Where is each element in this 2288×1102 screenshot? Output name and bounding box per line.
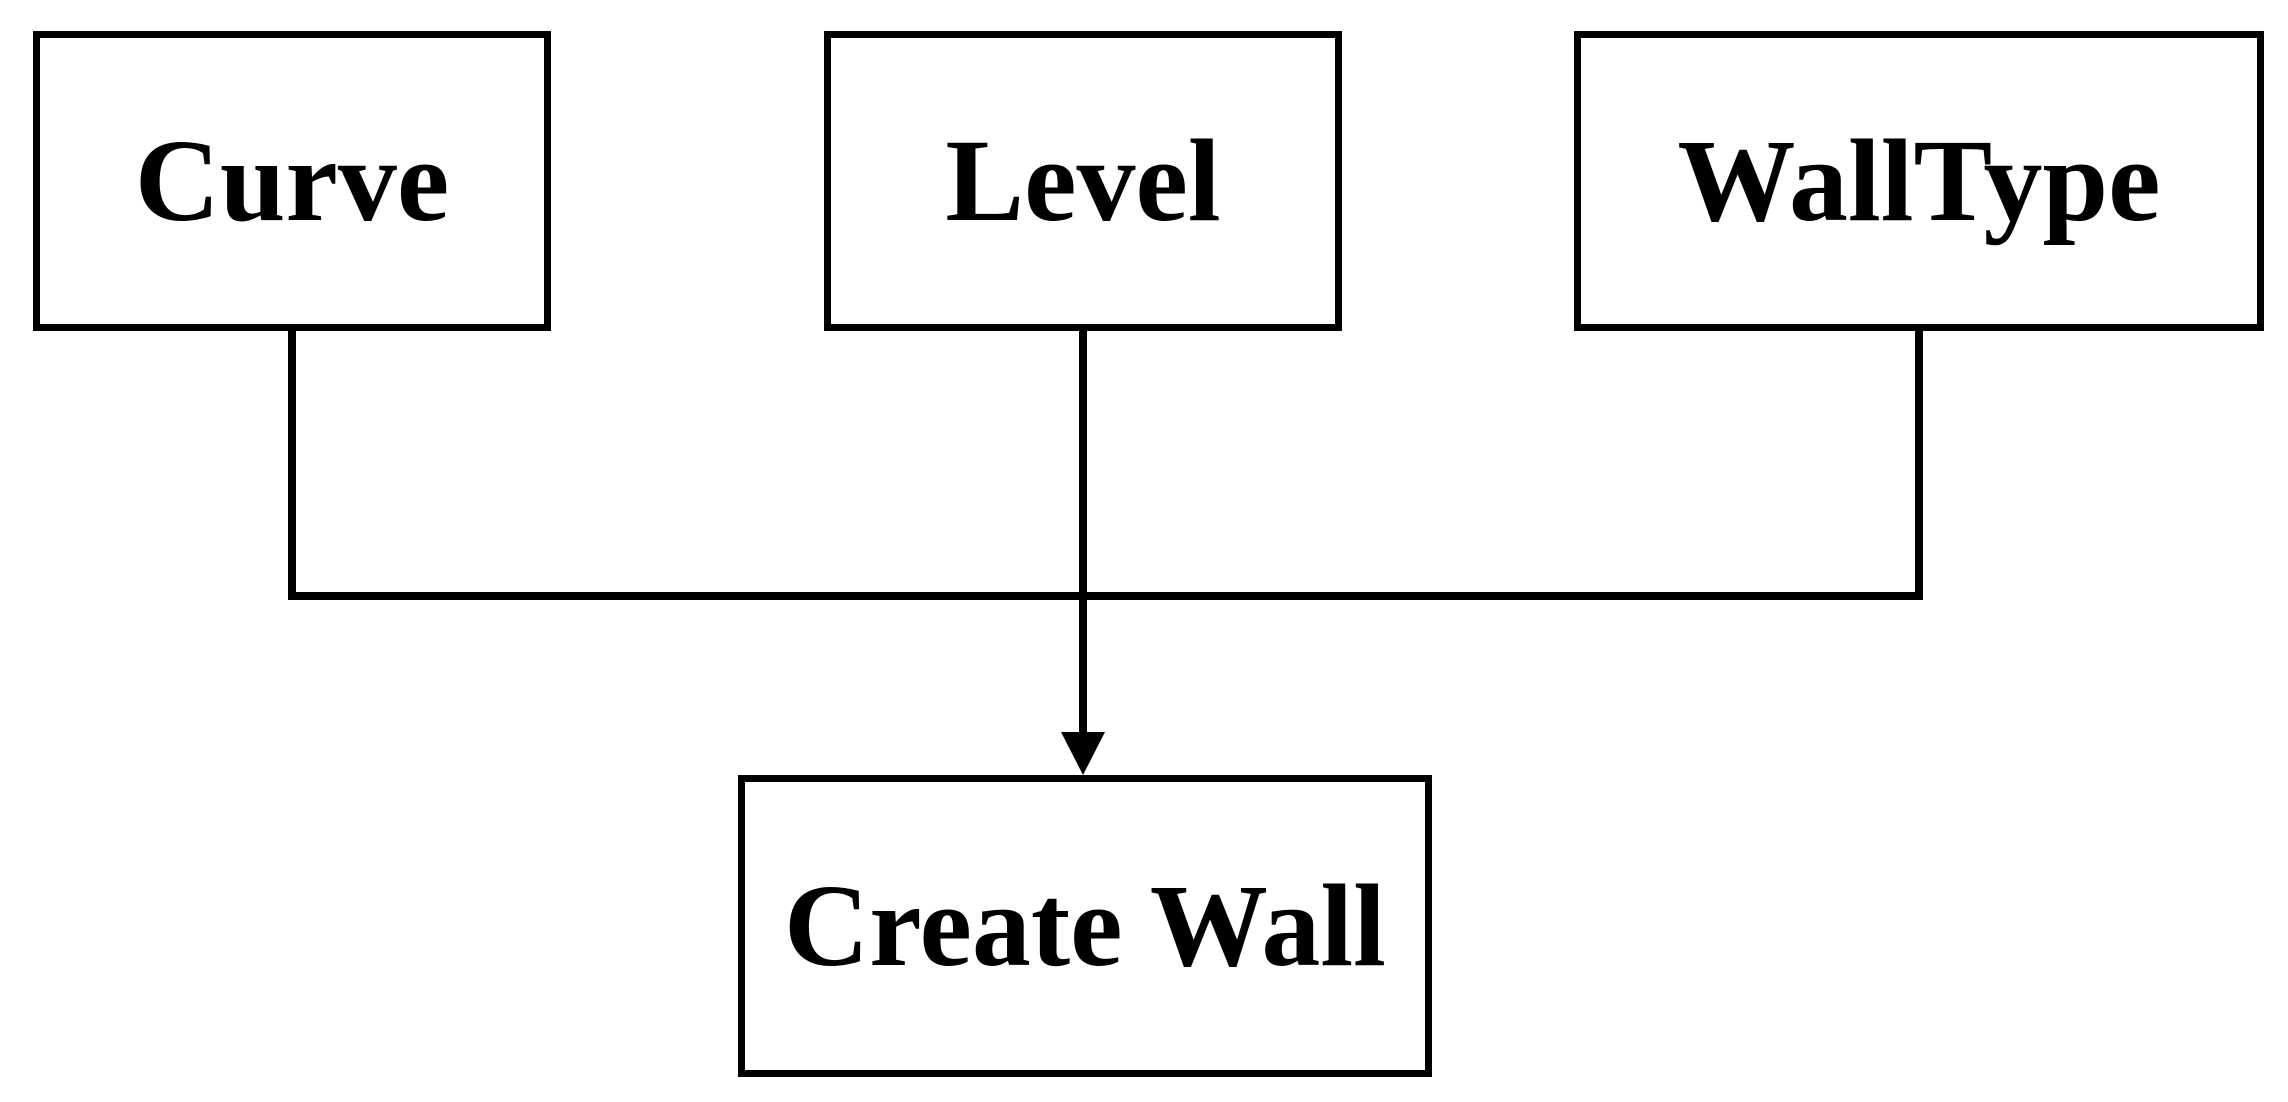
- node-level-label: Level: [945, 115, 1221, 246]
- node-curve: Curve: [33, 31, 551, 331]
- connector-curve-vertical: [288, 331, 296, 600]
- node-create-wall: Create Wall: [738, 775, 1432, 1077]
- connector-level-vertical: [1079, 331, 1087, 733]
- node-walltype: WallType: [1574, 31, 2264, 331]
- node-level: Level: [824, 31, 1342, 331]
- connector-horizontal-bus: [288, 592, 1923, 600]
- node-create-wall-label: Create Wall: [784, 860, 1386, 991]
- connector-walltype-vertical: [1915, 331, 1923, 600]
- node-curve-label: Curve: [134, 115, 450, 246]
- node-walltype-label: WallType: [1677, 115, 2161, 246]
- arrowhead-down-icon: [1061, 732, 1105, 775]
